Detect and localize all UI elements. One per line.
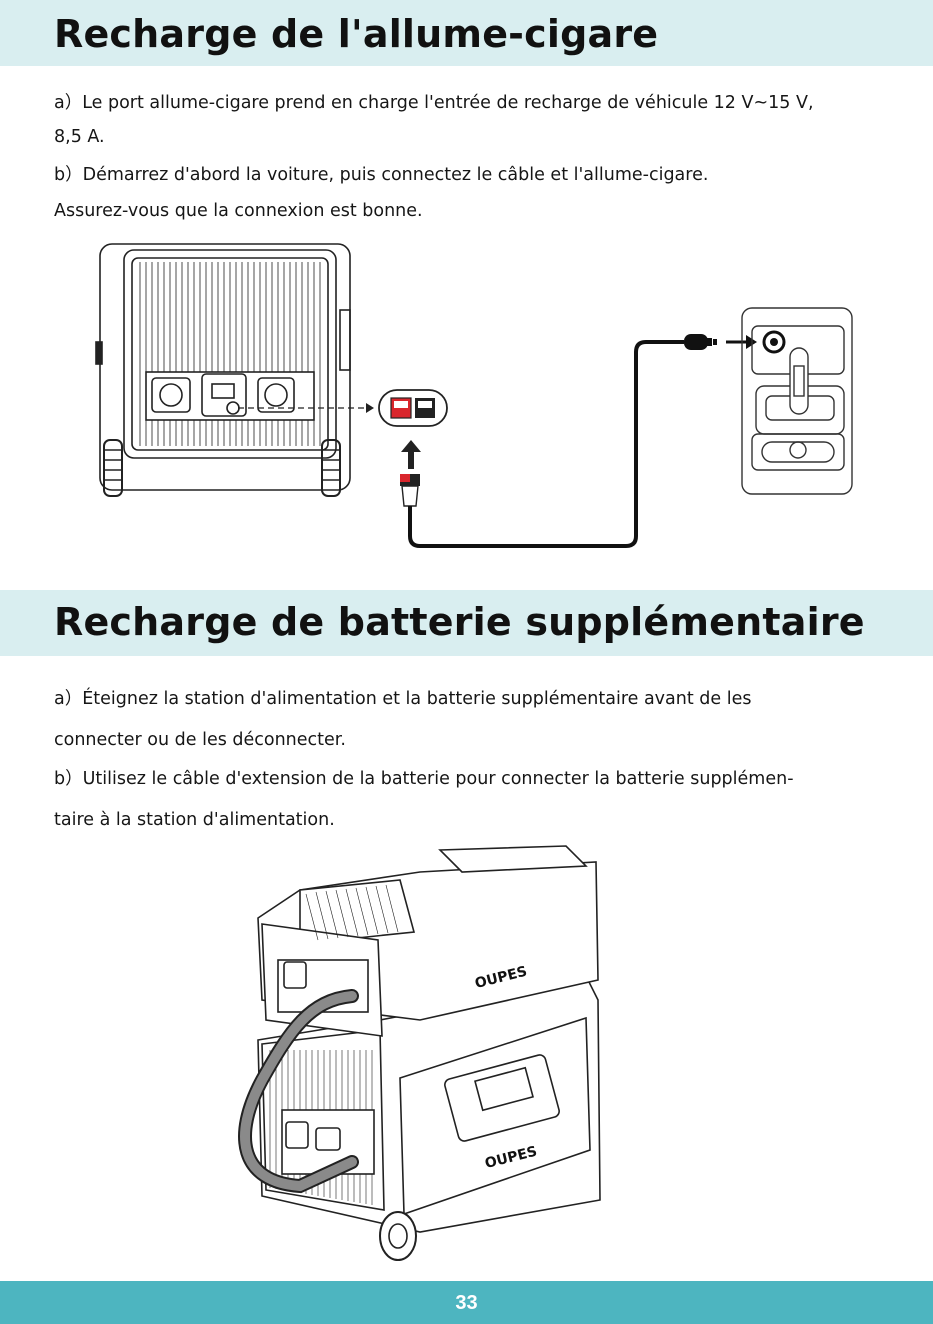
section-title: Recharge de batterie supplémentaire: [54, 600, 865, 644]
instruction-line: a）Le port allume-cigare prend en charge …: [54, 93, 814, 113]
instruction-line: a）Éteignez la station d'alimentation et …: [54, 689, 752, 709]
instruction-line: b）Utilisez le câble d'extension de la ba…: [54, 769, 794, 789]
instruction-line: connecter ou de les déconnecter.: [54, 730, 346, 750]
car-charging-illustration: [95, 243, 853, 548]
extra-battery-illustration: OUPES OUPES: [238, 845, 601, 1261]
section-header-band: Recharge de batterie supplémentaire: [0, 590, 933, 656]
instruction-line: b）Démarrez d'abord la voiture, puis conn…: [54, 165, 709, 185]
page-footer: 33: [0, 1281, 933, 1324]
instruction-line: taire à la station d'alimentation.: [54, 810, 335, 830]
section-header-band: Recharge de l'allume-cigare: [0, 0, 933, 66]
section-title: Recharge de l'allume-cigare: [54, 12, 659, 56]
instruction-line: 8,5 A.: [54, 127, 105, 147]
instruction-line: Assurez-vous que la connexion est bonne.: [54, 201, 423, 221]
page-number: 33: [455, 1292, 478, 1314]
